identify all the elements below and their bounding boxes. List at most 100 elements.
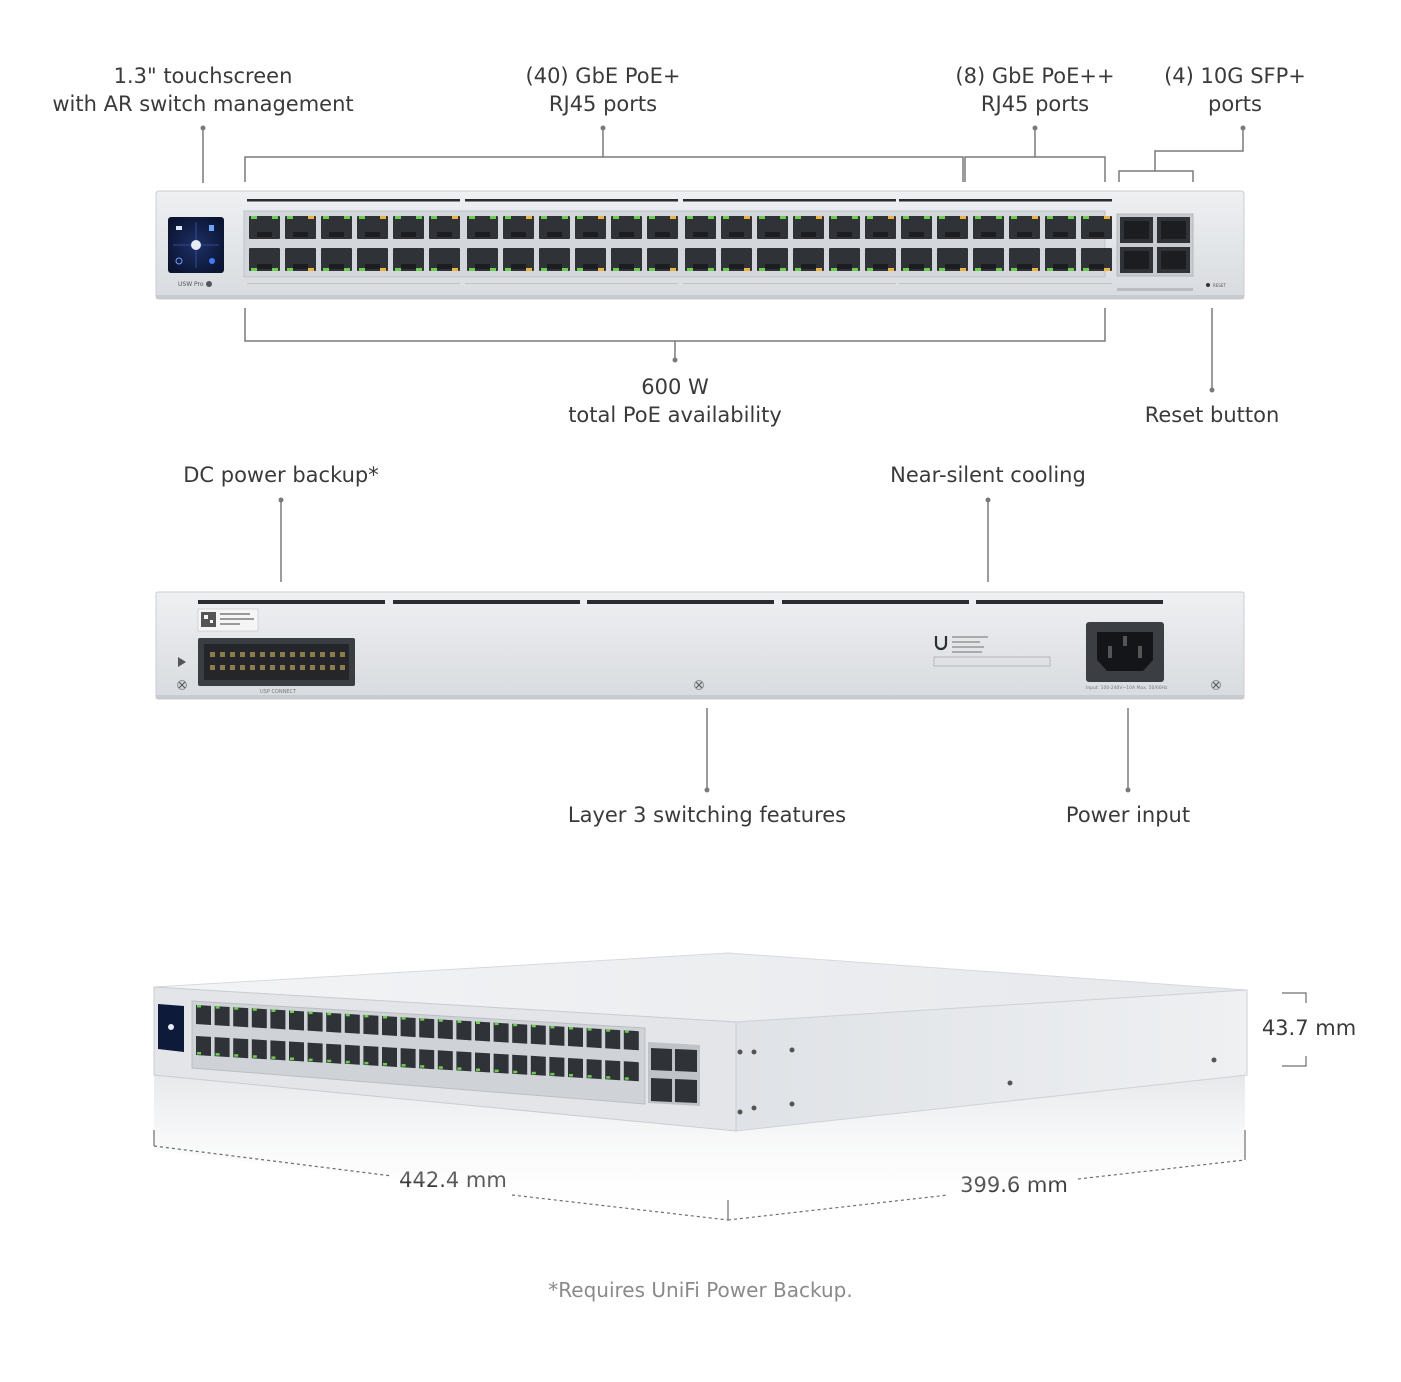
port-led-link [831,216,837,219]
perspective-rj45-port [214,1006,230,1027]
rj45-port [357,248,388,271]
rj45-port-latch [765,264,780,269]
rj45-port-latch [837,232,852,237]
perspective-view [153,952,1248,1220]
rj45-port-latch [1053,232,1068,237]
port-led-activity [634,216,640,219]
port-led-link [251,216,257,219]
callout-touchscreen-line1: 1.3" touchscreen [113,64,293,88]
rj45-port [829,216,860,239]
perspective-port-led [401,1064,406,1067]
rj45-port-latch [475,264,490,269]
port-led-activity [670,268,676,271]
usp-connector[interactable] [198,638,355,686]
rj45-port [901,248,932,271]
port-led-activity [272,216,278,219]
usp-pin [270,652,275,657]
rj45-port [429,248,460,271]
port-led-link [287,268,293,271]
rj45-port-latch [329,232,344,237]
perspective-port-led [494,1069,499,1073]
port-led-link [1011,216,1017,219]
power-inlet[interactable] [1086,622,1164,682]
port-group-bar [899,199,1112,202]
rj45-port-latch [655,232,670,237]
port-led-activity [598,268,604,271]
rj45-port-latch [801,232,816,237]
perspective-rj45-port [419,1018,435,1039]
usp-pin [300,665,305,670]
usp-pin [230,652,235,657]
touchscreen-display[interactable] [168,217,224,273]
port-led-link [613,216,619,219]
perspective-port-led [476,1068,480,1071]
rj45-port-latch [293,232,308,237]
front-callout-lines [202,128,1244,390]
rj45-port [685,248,716,271]
callout-power-input-line1: Power input [1065,803,1191,827]
rj45-port [1045,216,1076,239]
perspective-rj45-port [493,1053,509,1074]
rear-callout-dots [278,497,1131,793]
port-led-activity [888,216,894,219]
port-led-activity [452,216,458,219]
port-group-bar [683,199,896,202]
port-led-link [687,216,693,219]
perspective-port-led [476,1021,480,1024]
port-led-activity [308,216,314,219]
rj45-port [503,248,534,271]
port-led-activity [634,268,640,271]
usp-indicator-arrow-icon [178,657,186,667]
rj45-port [1009,248,1040,271]
callout-poe-plus: (40) GbE PoE+ RJ45 ports [500,62,706,118]
sfp-cage-block [1116,213,1194,291]
port-led-link [323,268,329,271]
perspective-rj45-port [530,1024,546,1045]
perspective-rj45-port [196,1036,211,1056]
perspective-rj45-port [382,1047,397,1067]
perspective-port-led [252,1008,257,1011]
perspective-port-led [587,1075,592,1078]
rj45-port-latch [655,264,670,269]
rj45-port-latch [1089,264,1104,269]
callout-touchscreen-line2: with AR switch management [52,92,354,116]
rj45-port [647,248,678,271]
usp-pin [220,652,225,657]
reset-button-hole[interactable] [1206,283,1210,287]
port-led-activity [598,216,604,219]
port-group-underline [899,283,1112,284]
rj45-port [757,216,788,239]
rj45-port [901,216,932,239]
port-led-link [1083,216,1089,219]
rj45-port [539,248,570,271]
perspective-rj45-port [549,1056,565,1077]
port-led-link [505,216,511,219]
rj45-port-latch [909,232,924,237]
port-led-activity [526,268,532,271]
port-led-activity [996,216,1002,219]
perspective-rj45-port [419,1049,435,1070]
perspective-rj45-port [233,1038,249,1059]
perspective-rj45-port [251,1039,267,1060]
rj45-port [937,216,968,239]
perspective-rj45-port [233,1007,249,1028]
perspective-port-led [569,1027,573,1030]
rj45-port-latch [873,232,888,237]
callout-poe-budget-line1: 600 W [641,375,709,399]
rj45-port [539,216,570,239]
port-led-activity [416,216,422,219]
unifi-logo-icon [206,281,212,287]
sfp-port-inner [1124,221,1149,239]
perspective-port-led [308,1011,313,1015]
port-led-activity [490,216,496,219]
perspective-port-led [606,1029,611,1032]
rj45-port-latch [693,264,708,269]
perspective-rj45-port [307,1011,323,1032]
callout-layer3: Layer 3 switching features [560,801,854,829]
dimension-height: 43.7 mm [1254,1014,1364,1042]
port-led-link [759,268,765,271]
rj45-port [865,248,896,271]
usp-pin [270,665,275,670]
rj45-port-latch [1089,232,1104,237]
